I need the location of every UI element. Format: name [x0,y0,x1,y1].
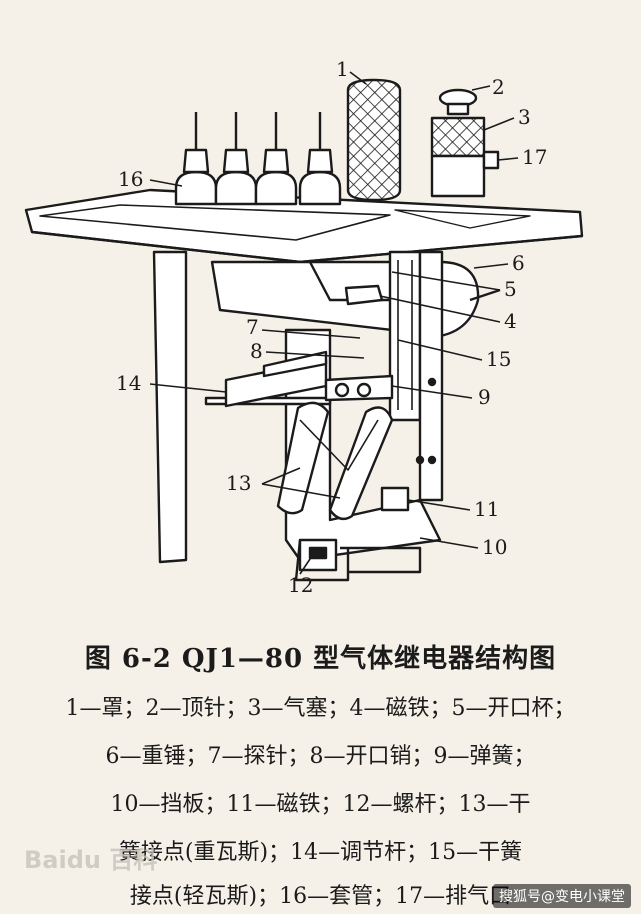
left-leg [152,250,188,564]
bushings [174,112,342,206]
cover [346,78,402,202]
exhaust-body [430,154,486,198]
callout-10: 10 [482,535,507,559]
callout-6: 6 [512,251,525,275]
callout-16: 16 [118,167,143,191]
magnet-block [344,284,384,306]
callout-2: 2 [492,75,505,99]
callout-17: 17 [522,145,547,169]
legend-line: 接点(轻瓦斯)；16—套管；17—排气口 [129,884,512,909]
legend-line: 簧接点(重瓦斯)；14—调节杆；15—干簧 [118,840,523,865]
side-frame [418,250,444,502]
callout-1: 1 [336,57,349,81]
sohu-watermark: 搜狐号@变电小课堂 [493,884,631,908]
callout-12: 12 [288,573,313,597]
baidu-watermark: Baidu 百科 [24,846,158,874]
callout-11: 11 [474,497,499,521]
relay-structure-diagram: 1 2 3 17 16 6 5 4 7 8 15 14 9 13 11 10 1… [24,57,584,597]
gas-plug [430,116,486,158]
figure-title: 图 6-2 QJ1—80 型气体继电器结构图 [84,644,557,674]
callout-5: 5 [504,277,517,301]
reed-contact-right [328,406,394,521]
callout-3: 3 [518,105,531,129]
callout-8: 8 [250,339,263,363]
legend-line: 1—罩；2—顶针；3—气塞；4—磁铁；5—开口杯； [65,696,576,721]
reed-contact-post [388,250,422,422]
legend-line: 10—挡板；11—磁铁；12—螺杆；13—干 [110,792,531,817]
exhaust-port [482,150,500,170]
legend-line: 6—重锤；7—探针；8—开口销；9—弹簧； [105,744,536,769]
callout-4: 4 [504,309,517,333]
callout-13: 13 [226,471,251,495]
callout-7: 7 [246,315,259,339]
callout-15: 15 [486,347,511,371]
lower-magnet [380,486,410,512]
callout-9: 9 [478,385,491,409]
weight [438,260,480,338]
callout-14: 14 [116,371,141,395]
reed-contact-left [276,401,330,515]
